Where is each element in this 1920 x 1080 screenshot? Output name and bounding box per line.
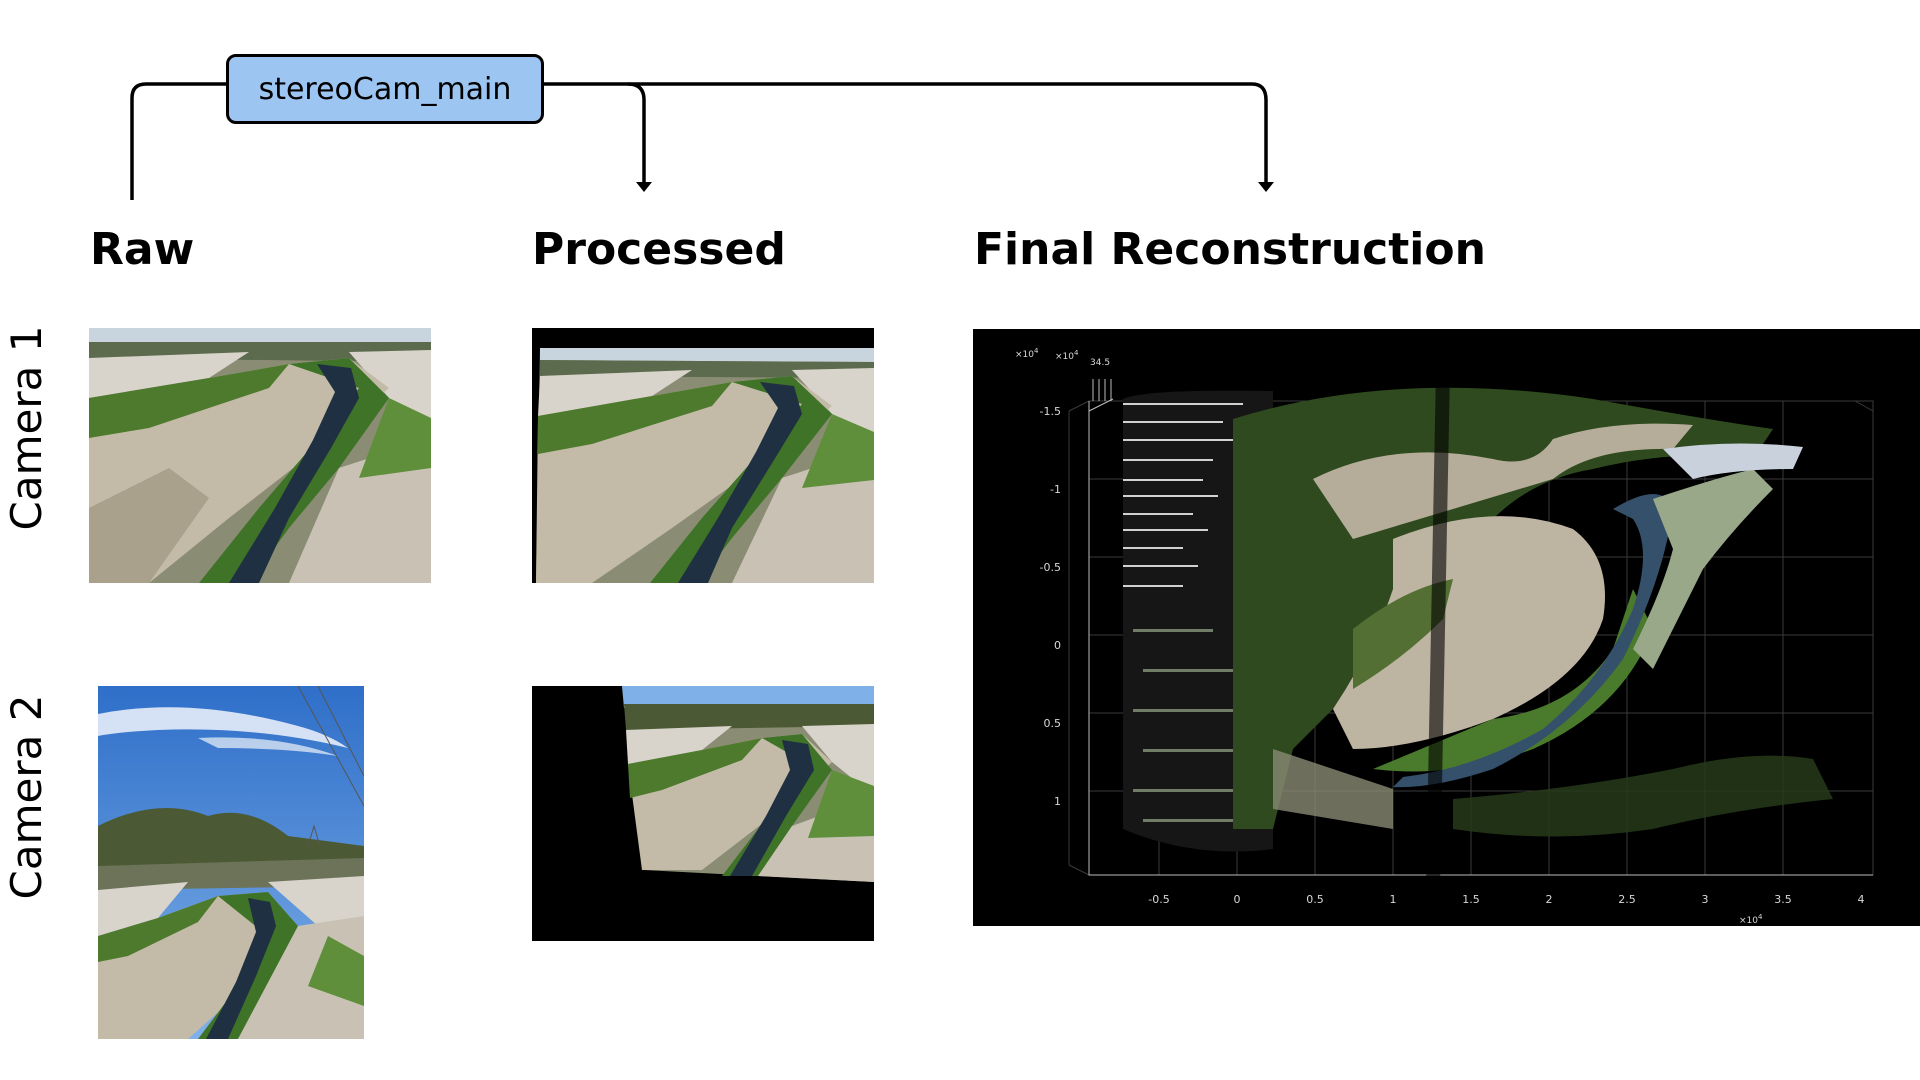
arrowhead-final-icon bbox=[1258, 182, 1274, 192]
y-tick: 0.5 bbox=[1044, 717, 1062, 730]
camera2-raw-image bbox=[98, 686, 364, 1039]
exp-label-1: ×104 bbox=[1015, 347, 1039, 360]
heading-final-reconstruction: Final Reconstruction bbox=[974, 224, 1486, 275]
connector-to-raw bbox=[130, 82, 228, 200]
x-tick: 3.5 bbox=[1774, 893, 1792, 906]
y-tick: -1 bbox=[1050, 483, 1061, 496]
final-reconstruction-plot: -1.5 -1 -0.5 0 0.5 1 -0.5 0 0.5 1 1.5 2 … bbox=[973, 329, 1920, 926]
arrowhead-processed-icon bbox=[636, 182, 652, 192]
pipeline-connectors bbox=[130, 82, 1274, 200]
x-tick: -0.5 bbox=[1148, 893, 1169, 906]
stereocam-main-label: stereoCam_main bbox=[258, 71, 512, 107]
stereocam-main-box: stereoCam_main bbox=[226, 54, 544, 124]
connector-to-final bbox=[628, 82, 1268, 188]
x-tick: 4 bbox=[1858, 893, 1865, 906]
row-label-camera-1: Camera 1 bbox=[2, 325, 51, 531]
x-tick: 1 bbox=[1390, 893, 1397, 906]
x-tick: 0.5 bbox=[1306, 893, 1324, 906]
y-tick: 1 bbox=[1054, 795, 1061, 808]
exp-label-x: ×104 bbox=[1739, 913, 1763, 926]
heading-raw: Raw bbox=[90, 224, 195, 275]
x-tick: 0 bbox=[1234, 893, 1241, 906]
camera1-processed-image bbox=[532, 328, 874, 583]
camera2-processed-image bbox=[532, 686, 874, 941]
axis-lines bbox=[1088, 379, 1873, 876]
x-tick: 1.5 bbox=[1462, 893, 1480, 906]
row-label-camera-2: Camera 2 bbox=[2, 694, 51, 900]
y-tick: -0.5 bbox=[1040, 561, 1061, 574]
x-tick: 2.5 bbox=[1618, 893, 1636, 906]
connector-to-processed bbox=[544, 82, 646, 188]
x-tick: 3 bbox=[1702, 893, 1709, 906]
y-tick: 0 bbox=[1054, 639, 1061, 652]
point-cloud bbox=[1123, 368, 1833, 890]
camera1-raw-image bbox=[89, 328, 431, 583]
x-tick: 2 bbox=[1546, 893, 1553, 906]
z-tick: 34.5 bbox=[1090, 358, 1110, 368]
exp-label-2: ×104 bbox=[1055, 349, 1079, 362]
y-tick: -1.5 bbox=[1040, 405, 1061, 418]
heading-processed: Processed bbox=[532, 224, 786, 275]
